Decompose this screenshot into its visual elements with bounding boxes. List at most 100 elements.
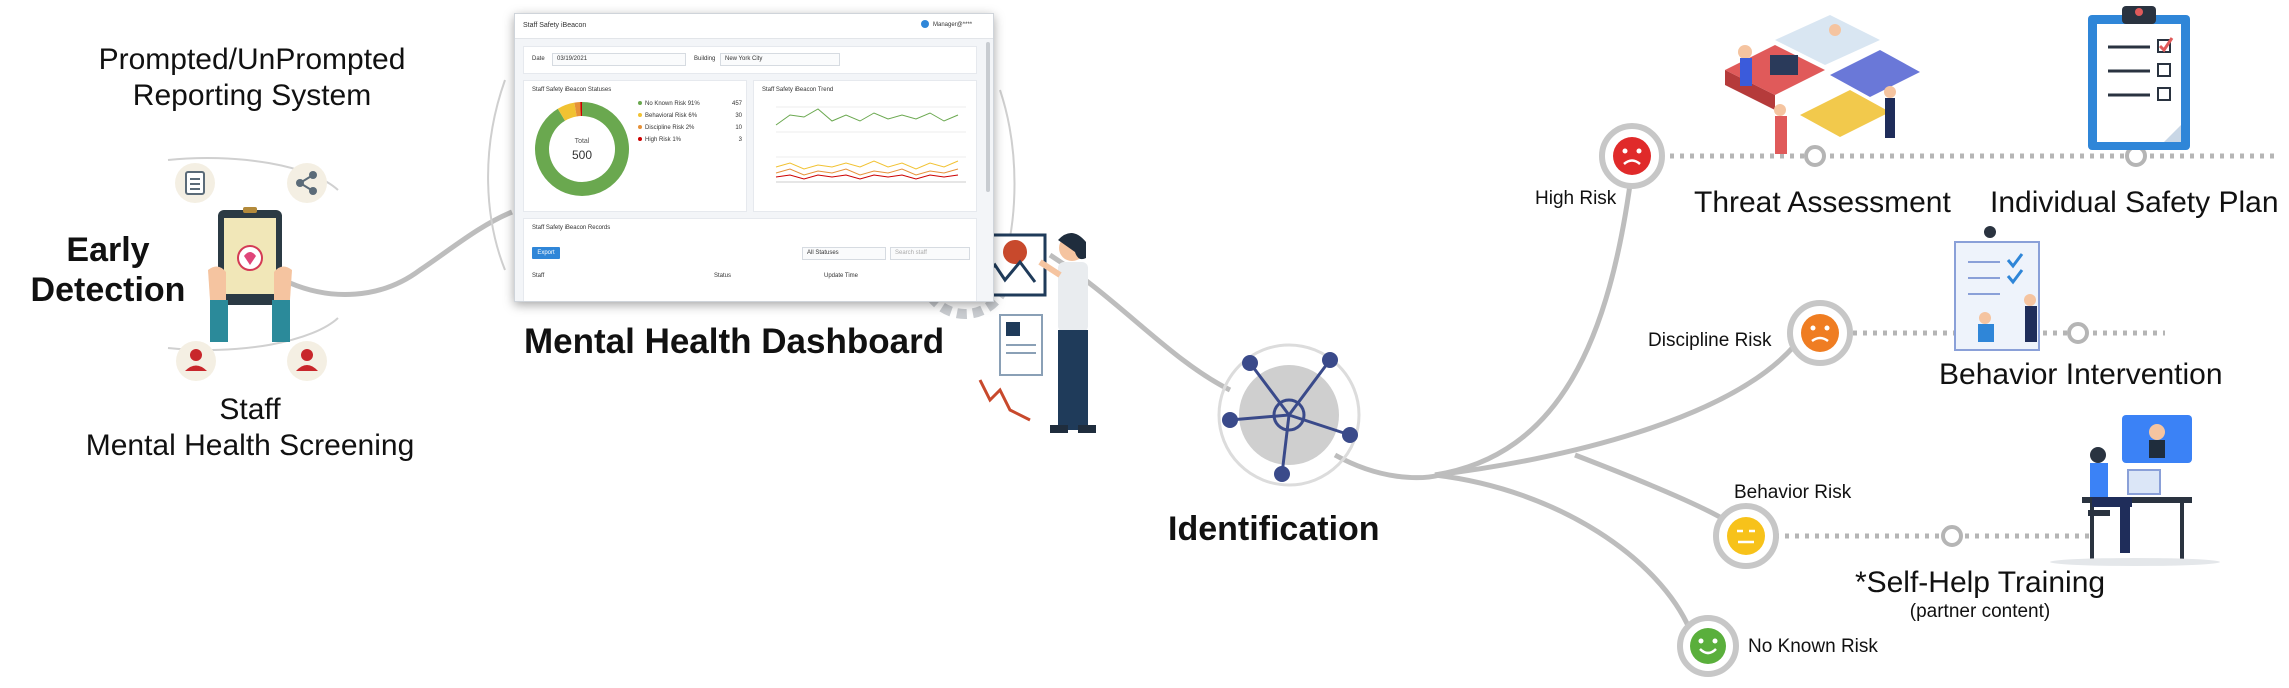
legend-swatch — [638, 125, 642, 129]
branch-behavior-risk — [1574, 452, 1727, 523]
dashboard-scrollbar[interactable] — [986, 42, 990, 192]
legend-percent: 91% — [687, 101, 700, 107]
statuses-title: Staff Safety iBeacon Statuses — [532, 87, 612, 93]
status-filter-value: All Statuses — [807, 250, 839, 256]
screening-label-line1: Staff — [219, 393, 281, 426]
screening-label-line2: Mental Health Screening — [85, 429, 415, 462]
dashboard-header: Staff Safety iBeacon Manager@**** — [515, 14, 993, 39]
discipline-risk-label: Discipline Risk — [1648, 330, 1772, 351]
no-known-risk-face-icon — [1677, 615, 1739, 677]
staff-female-icon — [287, 341, 327, 381]
legend-row: Behavioral Risk 6% 30 — [638, 113, 742, 125]
legend-count: 3 — [738, 137, 742, 143]
identification-hub-icon — [1217, 343, 1361, 487]
behavior-risk-label: Behavior Risk — [1734, 482, 1852, 503]
behavior-intervention-illustration — [1954, 226, 2040, 351]
legend-swatch — [638, 137, 642, 141]
early-detection-title-line2: Detection — [30, 271, 186, 309]
user-avatar-icon — [921, 20, 929, 28]
legend-percent: 1% — [672, 137, 682, 143]
share-icon — [287, 163, 327, 203]
threat-assessment-illustration — [1725, 15, 1920, 154]
col-staff-header[interactable]: Staff — [532, 273, 545, 279]
high-risk-face-icon — [1599, 123, 1665, 189]
legend-row: High Risk 1% 3 — [638, 137, 742, 149]
legend-label: High Risk — [645, 137, 673, 143]
col-status-header[interactable]: Status — [714, 273, 732, 279]
trend-panel: Staff Safety iBeacon Trend — [753, 80, 977, 212]
discipline-risk-face-icon — [1787, 300, 1853, 366]
behavior-intervention-label: Behavior Intervention — [1939, 358, 2223, 391]
clipboard-checklist-icon — [2088, 6, 2190, 150]
self-help-training-illustration — [2050, 415, 2220, 566]
early-detection-title: Early Detection — [18, 230, 198, 310]
export-button[interactable]: Export — [532, 247, 560, 259]
donut-label: Total — [575, 138, 590, 145]
dashboard-halo-left — [487, 79, 506, 271]
building-label: Building — [694, 56, 716, 62]
trend-line-chart — [775, 106, 966, 183]
legend-label: No Known Risk — [645, 101, 688, 107]
trend-title: Staff Safety iBeacon Trend — [762, 87, 834, 93]
reporting-label-line2: Reporting System — [132, 79, 372, 112]
legend-row: Discipline Risk 2% 10 — [638, 125, 742, 137]
date-value: 03/19/2021 — [557, 56, 588, 62]
status-donut-chart: Total 500 — [535, 102, 629, 196]
connector-detection-dashboard — [289, 209, 513, 297]
building-select[interactable]: New York City — [720, 53, 840, 66]
filter-panel: Date 03/19/2021 Building New York City — [523, 46, 977, 74]
records-title: Staff Safety iBeacon Records — [532, 225, 611, 231]
branch-high-risk — [1434, 169, 1635, 478]
records-panel: Staff Safety iBeacon Records Export All … — [523, 218, 977, 301]
legend-label: Behavioral Risk — [645, 113, 689, 119]
legend-swatch — [638, 113, 642, 117]
dashboard-user-label: Manager@**** — [933, 22, 973, 28]
legend-swatch — [638, 101, 642, 105]
branch-discipline-risk — [1434, 343, 1797, 478]
node-threat — [1804, 145, 1826, 167]
search-placeholder: Search staff — [895, 250, 927, 256]
statuses-panel: Staff Safety iBeacon Statuses Total 500 … — [523, 80, 747, 212]
early-detection-title-line1: Early — [66, 231, 150, 269]
branch-no-known-risk — [1434, 472, 1693, 631]
legend-percent: 2% — [685, 125, 695, 131]
dashboard-screenshot: Staff Safety iBeacon Manager@**** Date 0… — [514, 13, 994, 302]
col-update-header[interactable]: Update Time — [824, 273, 859, 279]
legend-count: 30 — [735, 113, 742, 119]
individual-safety-plan-label: Individual Safety Plan — [1990, 186, 2279, 219]
legend-percent: 6% — [688, 113, 698, 119]
legend-label: Discipline Risk — [645, 125, 686, 131]
donut-total: 500 — [572, 148, 592, 162]
self-help-note: (partner content) — [1909, 601, 2051, 622]
dashboard-window-title: Staff Safety iBeacon — [523, 22, 587, 29]
report-icon — [175, 163, 215, 203]
legend-count: 457 — [731, 101, 742, 107]
date-label: Date — [532, 56, 545, 62]
donut-slice — [557, 102, 577, 121]
node-self-help — [1941, 525, 1963, 547]
threat-assessment-label: Threat Assessment — [1694, 186, 1951, 219]
identification-label: Identification — [1168, 510, 1380, 548]
dashboard-caption: Mental Health Dashboard — [524, 322, 945, 361]
node-behavior-intervention — [2067, 322, 2089, 344]
staff-male-icon — [176, 341, 216, 381]
tablet-heart-icon — [208, 207, 292, 342]
status-filter-select[interactable]: All Statuses — [802, 247, 886, 260]
self-help-training-label: *Self-Help Training — [1854, 566, 2106, 599]
building-value: New York City — [725, 56, 763, 62]
donut-slice — [574, 102, 581, 117]
reporting-system-label: Prompted/UnPrompted Reporting System — [82, 42, 422, 114]
high-risk-label: High Risk — [1535, 188, 1617, 209]
no-known-risk-label: No Known Risk — [1748, 636, 1878, 657]
legend-count: 10 — [735, 125, 742, 131]
reporting-label-line1: Prompted/UnPrompted — [98, 43, 406, 76]
legend-row: No Known Risk 91% 457 — [638, 101, 742, 113]
donut-slice — [535, 102, 629, 196]
search-input[interactable]: Search staff — [890, 247, 970, 260]
date-input[interactable]: 03/19/2021 — [552, 53, 686, 66]
screening-label: Staff Mental Health Screening — [60, 392, 440, 464]
connector-id-branch — [1333, 452, 1441, 481]
